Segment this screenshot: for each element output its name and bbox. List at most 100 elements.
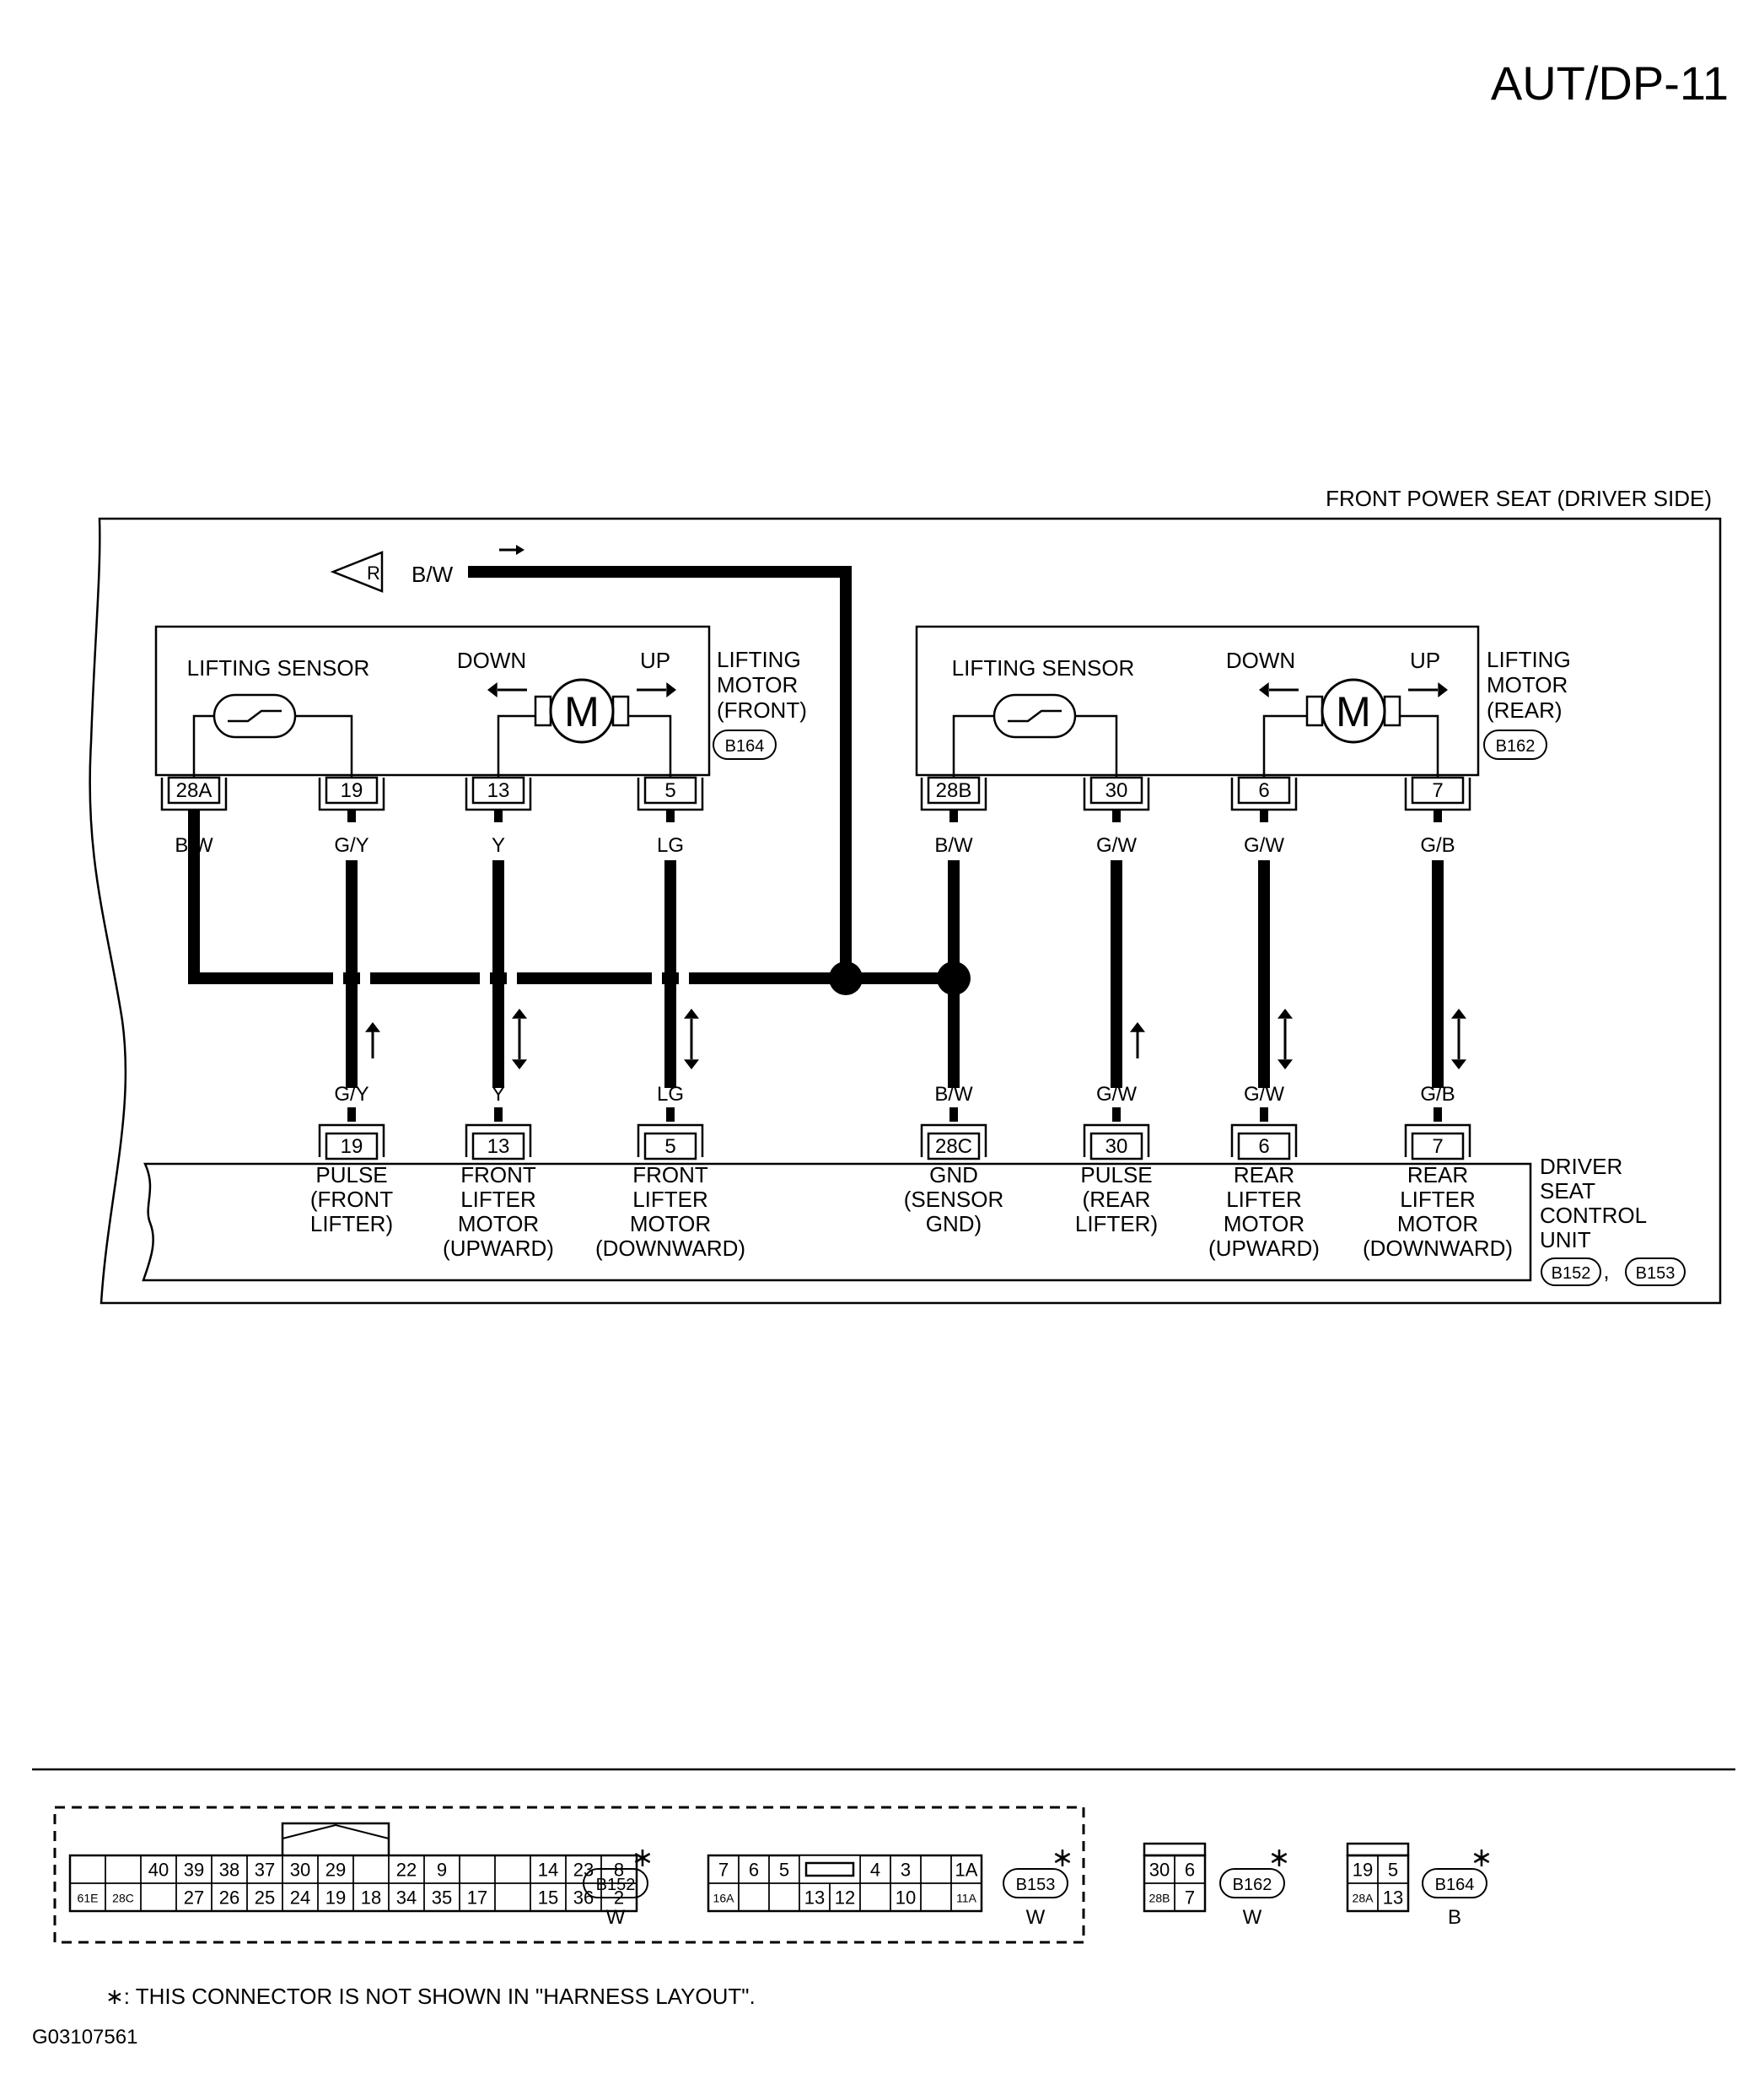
control-unit-name-line: UNIT [1540, 1227, 1591, 1252]
terminal-function-line: (REAR [1083, 1187, 1151, 1212]
terminal-function-line: PULSE [1080, 1162, 1152, 1187]
cavity-number: 5 [1388, 1860, 1398, 1881]
feed-wire-label: B/W [412, 562, 454, 587]
connector-cavity [768, 1882, 800, 1912]
connector-cavity [494, 1882, 531, 1912]
connector-badge [713, 730, 777, 760]
footnote-star-icon: ∗ [1052, 1842, 1074, 1872]
motor-terminal: 13Y [465, 776, 532, 857]
terminal-function-line: REAR [1234, 1162, 1294, 1187]
wire-color-label: G/W [1244, 1083, 1284, 1106]
cavity-number: 40 [148, 1860, 169, 1881]
connector-cavity [352, 1855, 390, 1884]
terminal-number: 5 [664, 1135, 675, 1158]
cavity-number: 6 [1185, 1860, 1195, 1881]
direction-down-label: DOWN [457, 648, 526, 673]
terminal-function-line: LIFTER) [1075, 1211, 1158, 1236]
cavity-number: 7 [718, 1860, 729, 1881]
motor-lead [628, 714, 672, 778]
cavity-number: 16A [713, 1892, 735, 1905]
flow-arrow-icon [499, 545, 524, 555]
connector-badge-label: B162 [1496, 737, 1536, 756]
terminal-function-line: FRONT [460, 1162, 536, 1187]
terminal-function-line: (UPWARD) [443, 1236, 554, 1261]
cavity-number: 29 [325, 1860, 346, 1881]
terminal-number: 28C [935, 1135, 972, 1158]
cavity-number: 9 [437, 1860, 447, 1881]
wire-color-label: G/B [1420, 1083, 1455, 1106]
connector-cavity [920, 1882, 952, 1912]
terminal-function-line: REAR [1407, 1162, 1468, 1187]
lifting-sensor-icon [212, 693, 297, 739]
connector-badge-label: B164 [1435, 1876, 1475, 1894]
cavity-number: 19 [325, 1887, 346, 1909]
ground-bus [188, 810, 954, 984]
page-code: AUT/DP-11 [1491, 57, 1729, 110]
direction-down-label: DOWN [1226, 648, 1295, 673]
terminal-function-line: MOTOR [630, 1211, 711, 1236]
connector-cavity [459, 1855, 496, 1884]
terminal-function-line: LIFTER [1226, 1187, 1302, 1212]
cavity-number: 18 [361, 1887, 381, 1909]
sensor-lead [1075, 714, 1118, 778]
wire-color-label: G/W [1096, 834, 1137, 857]
connector-cavity [69, 1855, 106, 1884]
terminal-function-line: FRONT [632, 1162, 708, 1187]
direction-left-arrow-icon [1259, 682, 1299, 697]
motor-name-line: (FRONT) [717, 697, 807, 723]
terminal-number: 19 [341, 1135, 363, 1158]
control-unit-outline [142, 1162, 1532, 1282]
control-unit-connector-badges: B152 , B153 [1541, 1257, 1686, 1286]
cavity-number: 23 [573, 1860, 594, 1881]
connector-cavity [950, 1882, 982, 1912]
motor-symbol-letter: M [1336, 688, 1371, 735]
terminal-function-line: LIFTER [1400, 1187, 1476, 1212]
signal-arrow-bidirectional-icon [1451, 1009, 1466, 1069]
footnote-star-icon: ∗ [1471, 1842, 1493, 1872]
connector-color-label: B [1448, 1906, 1461, 1929]
direction-up-label: UP [1410, 648, 1440, 673]
footnote-star-icon: ∗ [1268, 1842, 1291, 1872]
signal-arrow-bidirectional-icon [1278, 1009, 1293, 1069]
cavity-number: 6 [749, 1860, 759, 1881]
connector-cavity [494, 1855, 531, 1884]
terminal-function-line: GND [929, 1162, 978, 1187]
connector-badge-separator: , [1603, 1258, 1609, 1284]
connector-badge [1541, 1257, 1601, 1286]
cavity-number: 15 [538, 1887, 558, 1909]
cavity-number: 26 [219, 1887, 239, 1909]
connector-key [804, 1861, 855, 1877]
cavity-number: 38 [219, 1860, 239, 1881]
cavity-number: 3 [901, 1860, 911, 1881]
figure-id: G03107561 [32, 2026, 137, 2049]
cavity-number: 36 [573, 1887, 594, 1909]
terminal-function-line: (SENSOR [904, 1187, 1003, 1212]
wire-crossing-gap [652, 970, 662, 987]
connector-latch [1143, 1842, 1207, 1857]
control-unit-name: DRIVER SEAT CONTROL UNIT [1540, 1154, 1647, 1252]
terminal-function-line: (DOWNWARD) [1363, 1236, 1513, 1261]
wire-crossing-gap [507, 970, 517, 987]
terminal-function-line: LIFTER [632, 1187, 708, 1212]
terminal-function-line: LIFTER) [310, 1211, 393, 1236]
motor-terminal: 7G/B [1404, 776, 1471, 857]
terminal-number: 13 [487, 779, 510, 802]
terminal-number: 28B [936, 779, 972, 802]
cavity-number: 22 [396, 1860, 417, 1881]
connector-badge-label: B152 [596, 1876, 636, 1894]
cavity-number: 13 [804, 1887, 825, 1909]
terminal-function-line: MOTOR [1397, 1211, 1478, 1236]
wire-crossing-gap [480, 970, 490, 987]
cavity-number: 35 [432, 1887, 452, 1909]
wire-color-label: G/B [1420, 834, 1455, 857]
connector-latch [1346, 1842, 1410, 1857]
direction-up-label: UP [640, 648, 670, 673]
